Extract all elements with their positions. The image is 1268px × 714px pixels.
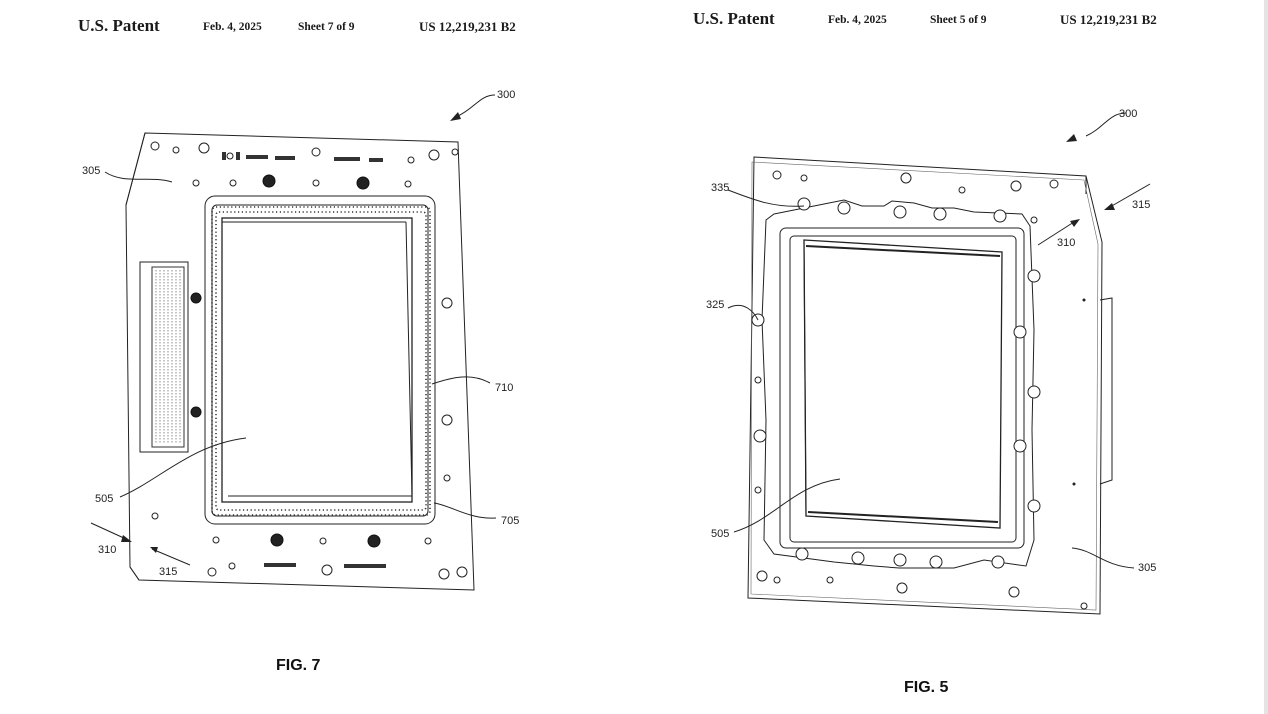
figure-label: FIG. 7: [276, 657, 321, 674]
patent-sheet-fig5: U.S. Patent Feb. 4, 2025 Sheet 5 of 9 US…: [634, 0, 1254, 714]
ref-710: 710: [495, 382, 513, 394]
ref-300: 300: [1119, 108, 1137, 120]
fig7-drawing: 300 305 505 310 315 710 705: [82, 89, 519, 591]
ref-335: 335: [711, 182, 729, 194]
ref-325: 325: [706, 299, 724, 311]
figure-label: FIG. 5: [904, 679, 949, 696]
window-frame-outer: [204, 195, 436, 525]
side-tab: [1099, 297, 1113, 485]
ref-305: 305: [1138, 562, 1156, 574]
scrollbar[interactable]: [1264, 0, 1268, 714]
ref-315: 315: [159, 566, 177, 578]
ref-310: 310: [98, 544, 116, 556]
patent-header-title: U.S. Patent: [78, 16, 160, 35]
plate-outline: [747, 156, 1103, 615]
ref-300: 300: [497, 89, 515, 101]
ref-310: 310: [1057, 237, 1075, 249]
patent-header-date: Feb. 4, 2025: [828, 14, 887, 26]
display-area: [803, 239, 1003, 529]
ref-705: 705: [501, 515, 519, 527]
ref-505: 505: [711, 528, 729, 540]
patent-header-number: US 12,219,231 B2: [419, 19, 516, 34]
plate-outline: [125, 132, 475, 591]
patent-header-sheet: Sheet 5 of 9: [930, 14, 987, 26]
display-area: [221, 217, 413, 503]
ref-505: 505: [95, 493, 113, 505]
patent-sheet-fig7: U.S. Patent Feb. 4, 2025 Sheet 7 of 9 US…: [0, 0, 620, 714]
raised-frame: [761, 199, 1035, 569]
fig5-drawing: 300 335 315 310 325 505 305: [706, 108, 1156, 615]
patent-header-date: Feb. 4, 2025: [203, 21, 262, 33]
seal-dotted-perimeter: [211, 206, 431, 516]
ref-305: 305: [82, 165, 100, 177]
connector-block: [139, 261, 189, 453]
patent-header-title: U.S. Patent: [693, 9, 775, 28]
window-frame-inner: [211, 204, 429, 517]
patent-header-number: US 12,219,231 B2: [1060, 12, 1157, 27]
patent-header-sheet: Sheet 7 of 9: [298, 21, 355, 33]
frame-inner: [779, 227, 1025, 549]
ref-315: 315: [1132, 199, 1150, 211]
